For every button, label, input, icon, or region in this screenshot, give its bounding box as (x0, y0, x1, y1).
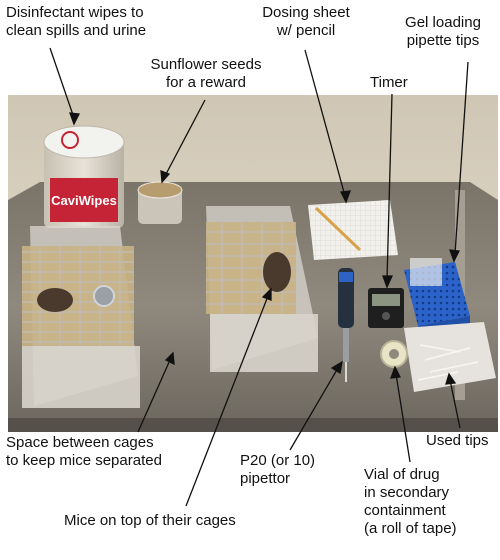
label-vial-line-2: in secondary (364, 484, 450, 501)
label-mice-on-cages: Mice on top of their cages (64, 512, 236, 530)
pencil (314, 206, 362, 252)
pointer-space (137, 359, 171, 433)
label-timer: Timer (370, 74, 408, 92)
label-space-line-1: Space between cages (6, 434, 154, 451)
label-pipettor: P20 (or 10) pipettor (240, 452, 315, 488)
pointer-seeds-head (160, 170, 171, 184)
label-sunflower-seeds: Sunflower seeds for a reward (136, 56, 276, 92)
right-cage (206, 206, 318, 372)
label-wipes-line-1: Disinfectant wipes to (6, 4, 144, 21)
label-wipes-line-2: clean spills and urine (6, 22, 147, 39)
pointer-vial-head (390, 365, 401, 379)
label-pipette-tips: Gel loading pipette tips (390, 14, 496, 50)
label-vial-line-3: containment (364, 502, 446, 519)
dosing-sheet (308, 200, 398, 260)
pointer-used (449, 379, 461, 429)
bench-edge (8, 418, 498, 432)
label-timer-line-1: Timer (370, 74, 408, 91)
label-seeds-line-1: Sunflower seeds (150, 56, 262, 73)
label-dosing-sheet: Dosing sheet w/ pencil (244, 4, 368, 40)
pointer-dosing (304, 49, 346, 197)
label-space-between-cages: Space between cages to keep mice separat… (6, 434, 162, 470)
right-mouse (263, 252, 291, 292)
label-dosing-line-1: Dosing sheet (262, 4, 350, 21)
pointer-used-head (445, 372, 457, 385)
wipes-canister: CaviWipes (43, 125, 125, 228)
label-pipettor-line-1: P20 (or 10) (240, 452, 316, 469)
pointer-dosing-head (340, 190, 351, 204)
pointer-wipes (49, 47, 75, 119)
pointer-space-head (164, 351, 175, 366)
label-dosing-line-2: w/ pencil (276, 22, 336, 39)
label-used-line-1: Used tips (426, 432, 489, 449)
wipes-label (50, 178, 118, 222)
pointer-vial (395, 373, 411, 463)
seed-cup (137, 181, 183, 224)
pointer-seeds (164, 99, 206, 177)
label-used-tips: Used tips (426, 432, 489, 450)
tape-roll-vial (380, 340, 408, 368)
pointer-wipes-head (69, 112, 80, 126)
label-wipes: Disinfectant wipes to clean spills and u… (6, 4, 146, 40)
annotation-pointers (49, 47, 469, 507)
used-tips-tray (404, 322, 496, 392)
pointer-timer-head (382, 275, 394, 289)
pointer-mice-right-head (261, 287, 272, 301)
label-mice-line-1: Mice on top of their cages (64, 512, 236, 529)
left-cage (22, 226, 140, 408)
label-pipettor-line-2: pipettor (240, 470, 291, 487)
label-vial-of-drug: Vial of drug in secondary containment (a… (364, 466, 457, 538)
label-tips-line-1: Gel loading (405, 14, 481, 31)
pointer-pipettor-head (330, 360, 343, 375)
label-tips-line-2: pipette tips (406, 32, 480, 49)
timer (368, 288, 404, 328)
pointer-mice-right (185, 295, 269, 507)
label-seeds-line-2: for a reward (165, 74, 247, 91)
pipettor (338, 268, 354, 382)
pointer-tips-head (449, 249, 460, 263)
pointer-pipettor (289, 367, 339, 451)
label-vial-line-4: (a roll of tape) (364, 520, 457, 537)
wipes-brand-text: CaviWipes (51, 193, 117, 208)
pointer-tips (454, 61, 469, 255)
left-mouse (37, 288, 73, 312)
label-vial-line-1: Vial of drug (364, 466, 440, 483)
photo: CaviWipes (8, 95, 498, 432)
pointer-timer (386, 93, 393, 281)
label-space-line-2: to keep mice separated (6, 452, 162, 469)
